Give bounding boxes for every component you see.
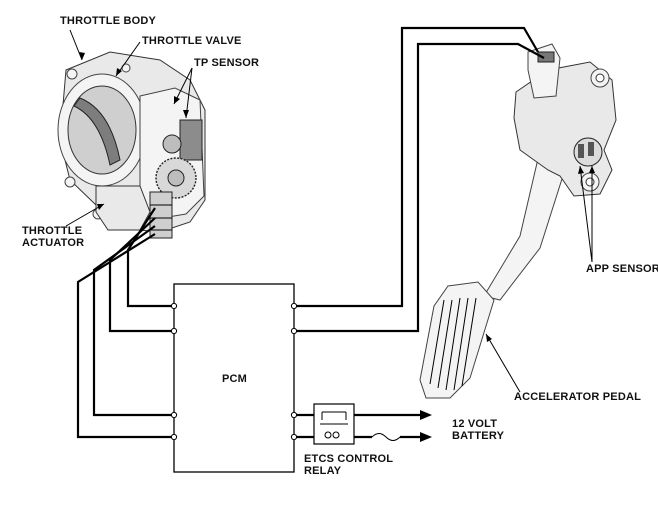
label-app-sensor: APP SENSOR xyxy=(586,263,658,275)
label-tp-sensor: TP SENSOR xyxy=(194,57,259,69)
label-battery-line1: 12 VOLT xyxy=(452,418,497,430)
tp-sensor-body xyxy=(179,119,203,161)
battery-arrows xyxy=(420,410,432,442)
leader-lines xyxy=(65,29,595,393)
accelerator-pedal-illustration xyxy=(419,43,617,399)
label-pcm: PCM xyxy=(222,373,247,385)
label-relay-line2: RELAY xyxy=(304,465,342,477)
wiring-harness xyxy=(76,26,545,439)
label-accelerator-pedal: ACCELERATOR PEDAL xyxy=(514,391,641,403)
label-throttle-body: THROTTLE BODY xyxy=(60,15,157,27)
pcm-pins xyxy=(170,302,298,441)
label-relay-line1: ETCS CONTROL xyxy=(304,453,393,465)
throttle-connector xyxy=(149,191,173,239)
etcs-relay-symbol xyxy=(313,403,355,445)
label-throttle-valve: THROTTLE VALVE xyxy=(142,35,242,47)
fuse-symbol xyxy=(371,433,401,441)
pcm-box xyxy=(173,283,295,473)
label-throttle-actuator-line1: THROTTLE xyxy=(22,225,82,237)
throttle-valve-plate xyxy=(73,97,121,166)
throttle-body-illustration xyxy=(57,51,206,239)
throttle-actuator-motor xyxy=(95,185,151,231)
label-throttle-actuator-line2: ACTUATOR xyxy=(22,237,84,249)
label-battery-line2: BATTERY xyxy=(452,430,505,442)
